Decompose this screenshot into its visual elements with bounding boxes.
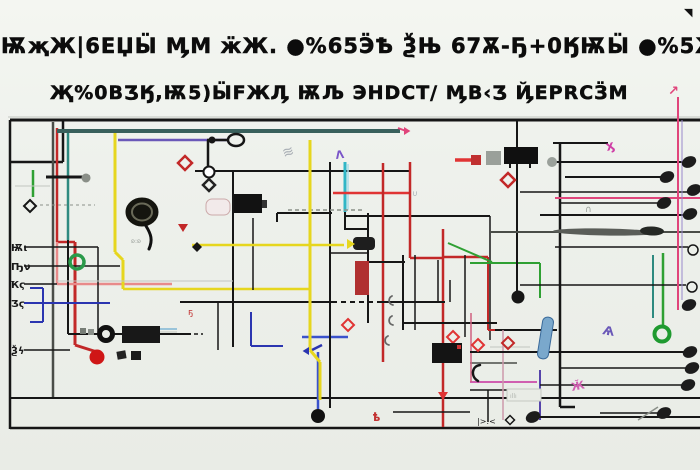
terminal-blob — [656, 197, 672, 209]
terminal-blob — [682, 208, 698, 220]
components-layer — [22, 127, 700, 426]
component-block — [88, 329, 94, 335]
annotation-glyph: ıllı — [510, 393, 517, 400]
node-dot — [547, 157, 557, 167]
side-label: Ӡϛ — [11, 299, 25, 310]
annotation-glyph: ↗ — [668, 84, 679, 99]
diamond-connector — [192, 242, 202, 252]
ring-terminal — [226, 132, 246, 148]
component-block — [504, 147, 538, 164]
annotation-glyph: ∩ — [585, 205, 592, 215]
node-dot — [311, 409, 325, 423]
arrowhead — [404, 127, 411, 135]
side-label: Ҧν — [11, 262, 31, 273]
annotation-glyph: ʚ:ʚ — [131, 238, 141, 245]
annotation-glyph: ◥ — [684, 6, 693, 19]
diamond-connector — [201, 177, 217, 193]
side-label: Ҟϛ — [11, 280, 25, 291]
component-curve — [388, 295, 394, 306]
wires-layer — [8, 97, 700, 430]
arrowhead — [347, 239, 355, 249]
node-dot — [208, 136, 216, 144]
node-dot — [81, 173, 91, 183]
diamond-connector — [22, 198, 38, 214]
ring-terminal — [125, 197, 159, 227]
wire-segment — [447, 242, 493, 263]
annotation-glyph: Ѧ — [601, 323, 615, 339]
annotation-glyph: ∪ — [412, 189, 418, 198]
ring-terminal — [68, 253, 86, 271]
component-block — [506, 388, 542, 402]
terminal-blob — [525, 411, 541, 423]
ring-terminal — [97, 325, 115, 343]
wire-segment — [311, 343, 323, 352]
terminal-blob — [681, 299, 697, 311]
diamond-connector — [176, 154, 194, 172]
annotation-glyph: ҍ — [373, 410, 380, 424]
component-curve — [388, 315, 394, 326]
annotation-glyph: Ӂ — [570, 378, 586, 394]
header-garbled-line-2: Җ%0BӠӃ,Ѭ5)ӸFЖӅ ѬЉ ЭHDCT/ ӍB‹Ӡ ҊEPRCӞM — [50, 82, 629, 105]
side-label: Ѭι — [11, 243, 27, 254]
component-curve — [384, 335, 390, 346]
annotation-glyph: |>:< — [477, 417, 496, 426]
diamond-connector — [340, 317, 356, 333]
component-block — [116, 350, 127, 360]
annotation-glyph: ҕ — [188, 308, 193, 318]
terminal-blob — [680, 379, 696, 391]
diamond-connector — [500, 335, 516, 351]
terminal-blob — [682, 346, 698, 358]
diamond-connector — [470, 337, 486, 353]
ring-terminal — [687, 244, 699, 256]
component-block — [457, 345, 461, 349]
node-dot — [89, 349, 105, 365]
component-block — [537, 316, 554, 360]
arrowhead — [178, 224, 188, 232]
node-dot — [511, 290, 525, 304]
wire-segment — [113, 250, 125, 262]
diamond-connector — [499, 171, 517, 189]
wire-segment — [308, 349, 322, 363]
component-block — [122, 326, 160, 343]
component-block — [471, 155, 481, 165]
component-block — [131, 351, 141, 360]
diamond-connector — [445, 329, 461, 345]
component-block — [486, 151, 501, 165]
component-curve — [471, 363, 482, 383]
arrowhead — [438, 392, 448, 400]
ring-terminal — [652, 324, 672, 344]
wire-segment — [637, 406, 659, 421]
ring-terminal — [131, 202, 153, 222]
ring-terminal — [686, 281, 698, 293]
component-block — [355, 261, 369, 295]
terminal-blob — [684, 362, 700, 374]
terminal-blob — [553, 228, 657, 236]
component-block — [432, 343, 462, 363]
terminal-blob — [659, 171, 675, 183]
header-garbled-line-1: ѬҗЖ|6EЏӸ ӍM ӝЖ. ●%65ӬѢ ѮЊ 67Ѫ-Ҕ+0ӃѬӸ ●%5… — [1, 34, 700, 59]
terminal-blob — [656, 407, 672, 419]
terminal-blob — [640, 226, 664, 236]
component-block — [234, 194, 262, 213]
annotation-glyph: Λ — [335, 148, 346, 162]
terminal-blob — [686, 184, 700, 196]
component-block — [262, 200, 267, 208]
component-curve — [144, 224, 153, 251]
component-block — [80, 328, 86, 334]
component-block — [205, 198, 231, 216]
annotation-glyph: ӽ — [604, 138, 617, 155]
annotation-glyph: ≋ — [280, 143, 296, 162]
component-block — [353, 237, 375, 250]
arrowhead — [302, 347, 309, 355]
terminal-blob — [681, 156, 697, 168]
side-label: Ѯϟ — [11, 343, 25, 357]
diamond-connector — [504, 414, 516, 426]
ring-terminal — [202, 165, 216, 179]
